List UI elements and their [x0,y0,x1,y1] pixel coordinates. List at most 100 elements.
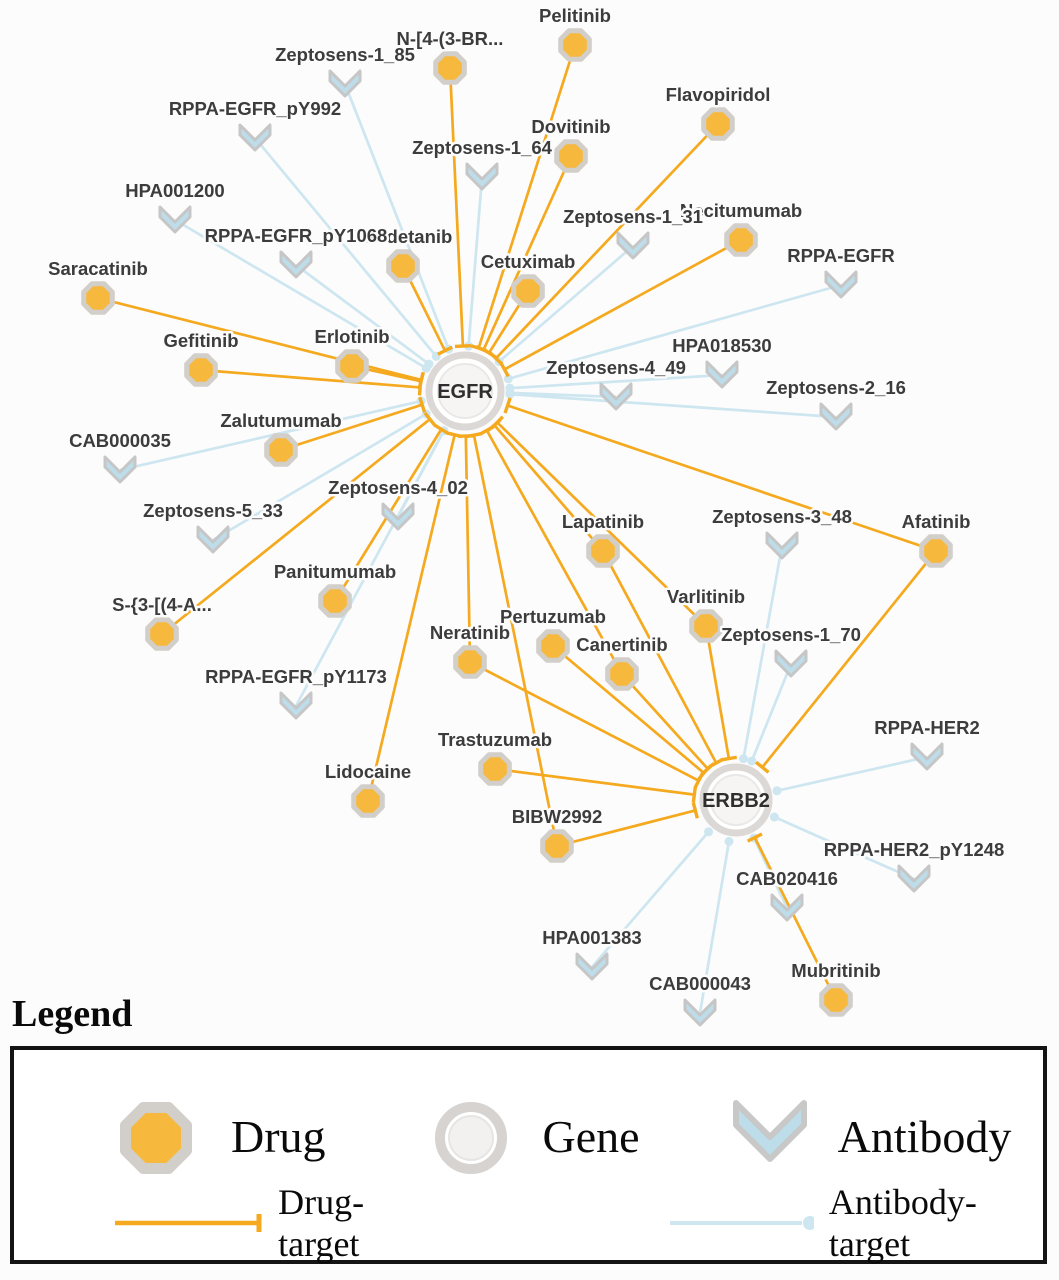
drug-target-edge [556,809,696,848]
antibody-node-cab020416[interactable] [770,893,804,922]
antibody-target-edge [590,830,710,968]
node-label-erlotinib: Erlotinib [314,326,389,347]
drug-node-saracatinib[interactable] [81,281,115,315]
drug-edge-tee [499,361,510,378]
node-label-necitumumab: Necitumumab [680,200,802,221]
drug-target-edge [464,435,472,663]
drug-target-edge [472,434,559,847]
drug-node-gefitinib[interactable] [184,353,218,387]
drug-node-vandetanib[interactable] [386,249,420,283]
antibody-edge-dot [724,836,734,846]
antibody-node-zeptosens-5-33[interactable] [196,525,230,554]
drug-node-varlitinib[interactable] [689,609,723,643]
antibody-node-zeptosens-1-85[interactable] [328,69,362,98]
node-label-hpa018530: HPA018530 [672,335,771,356]
drug-node-n-4-3-br[interactable] [433,51,467,85]
antibody-node-zeptosens-1-64[interactable] [465,162,499,191]
node-label-n-4-3-br: N-[4-(3-BR... [397,28,504,49]
antibody-target-edge [509,392,837,419]
node-label-mubritinib: Mubritinib [791,960,880,981]
antibody-node-zeptosens-1-70[interactable] [774,649,808,678]
drug-node-lidocaine[interactable] [351,784,385,818]
drug-node-necitumumab[interactable] [724,223,758,257]
antibody-legend-label: Antibody [837,1110,1012,1162]
antibody-node-rppa-egfr-py1173[interactable] [279,691,313,720]
drug-node-zalutumumab[interactable] [264,433,298,467]
antibody-node-zeptosens-2-16[interactable] [819,402,853,431]
drug-node-cetuximab[interactable] [511,274,545,308]
drug-edge-tee [437,345,453,356]
antibody-node-rppa-egfr-py992[interactable] [238,123,272,152]
drug-node-flavopiridol[interactable] [701,107,735,141]
drug-target-edge [620,673,709,770]
gene-node-erbb2[interactable]: ERBB2 [699,763,773,837]
drug-node-s-3-4-a[interactable] [145,617,179,651]
node-label-lapatinib: Lapatinib [562,511,644,532]
antibody-node-zeptosens-1-31[interactable] [616,231,650,260]
antibody-node-rppa-egfr[interactable] [824,270,858,299]
drug-target-edge [485,429,624,675]
antibody-node-cab000043[interactable] [683,998,717,1027]
drug-edge-tee [746,832,763,843]
drug-node-panitumumab[interactable] [318,584,352,618]
node-label-rppa-egfr-py1173: RPPA-EGFR_pY1173 [205,666,387,687]
antibody-edge-dot [704,827,714,837]
node-label-varlitinib: Varlitinib [667,586,745,607]
node-label-vandetanib: Vandetanib [354,226,453,247]
node-label-zeptosens-2-16: Zeptosens-2_16 [766,377,906,398]
antibody-node-hpa001383[interactable] [575,952,609,981]
gene-label-erbb2: ERBB2 [702,790,770,812]
drug-node-erlotinib[interactable] [335,349,369,383]
node-label-zeptosens-1-31: Zeptosens-1_31 [563,206,703,227]
drug-edge-tee [417,373,425,390]
antibody-target-edge [174,218,427,370]
node-label-panitumumab: Panitumumab [274,561,396,582]
drug-node-pelitinib[interactable] [558,28,592,62]
node-label-zeptosens-1-64: Zeptosens-1_64 [412,137,553,158]
node-label-zeptosens-4-02: Zeptosens-4_02 [328,477,468,498]
antibody-node-hpa018530[interactable] [705,360,739,389]
node-label-zalutumumab: Zalutumumab [220,410,341,431]
node-label-zeptosens-4-49: Zeptosens-4_49 [546,357,686,378]
drug-edge-tee [691,786,698,803]
drug-node-pertuzumab[interactable] [536,629,570,663]
node-label-flavopiridol: Flavopiridol [666,84,771,105]
antibody-target-edge [742,545,784,759]
antibody-node-rppa-her2[interactable] [910,742,944,771]
drug-node-neratinib[interactable] [453,645,487,679]
node-label-s-3-4-a: S-{3-[(4-A... [112,594,212,615]
nodes-layer: EGFR ERBB2 [81,28,953,1027]
drug-node-lapatinib[interactable] [586,534,620,568]
gene-node-egfr[interactable]: EGFR [425,351,505,431]
antibody-node-cab000035[interactable] [103,455,137,484]
drug-node-mubritinib[interactable] [819,983,853,1017]
antibody-node-hpa001200[interactable] [158,205,192,234]
antibody-node-zeptosens-3-48[interactable] [765,531,799,560]
drug-node-trastuzumab[interactable] [478,752,512,786]
drug-node-bibw2992[interactable] [540,829,574,863]
drug-target-edge [552,644,705,774]
antibody-edge-dot [747,756,757,766]
drug-edge-tee [465,431,483,439]
drug-node-canertinib[interactable] [605,657,639,691]
antibody-target-edge [498,244,634,363]
drug-edge-tee [503,397,512,414]
node-label-cab000043: CAB000043 [649,973,751,994]
antibody-node-zeptosens-4-49[interactable] [599,382,633,411]
antibody-target-edge [343,83,450,350]
antibody-target-legend-line [670,1216,814,1230]
antibody-node-rppa-her2-py1248[interactable] [897,864,931,893]
antibody-node-zeptosens-4-02[interactable] [381,502,415,531]
drug-edge-tee [433,423,450,435]
gene-legend-icon [434,1102,507,1174]
node-label-cetuximab: Cetuximab [481,251,576,272]
drug-node-afatinib[interactable] [919,534,953,568]
node-label-rppa-egfr-py1068: RPPA-EGFR_pY1068 [205,225,388,246]
drug-node-dovitinib[interactable] [554,139,588,173]
antibody-node-rppa-egfr-py1068[interactable] [279,250,313,279]
drug-target-edge [469,660,700,782]
node-label-cab020416: CAB020416 [736,868,838,889]
node-label-bibw2992: BIBW2992 [512,806,602,827]
antibody-edge-dot [738,754,748,764]
drug-legend-label: Drug [231,1110,326,1162]
